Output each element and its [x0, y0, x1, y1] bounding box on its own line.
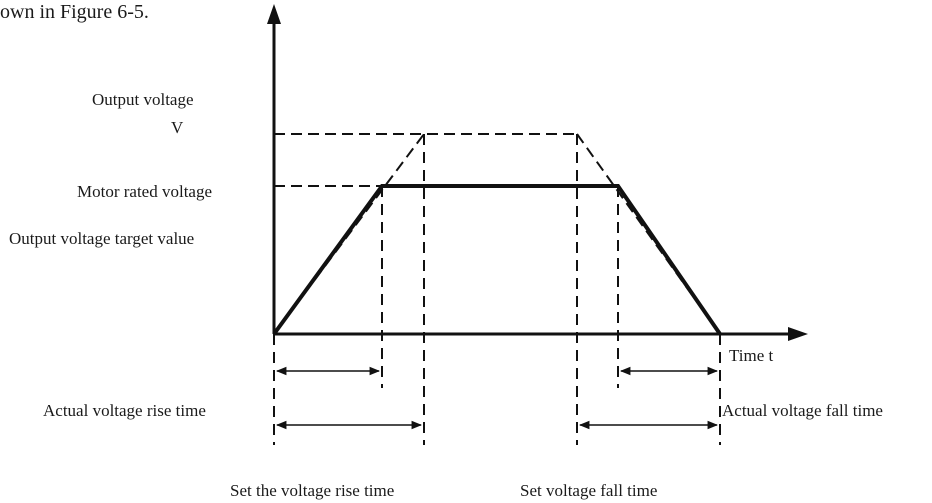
set-fall-time-label: Set voltage fall time [520, 481, 658, 500]
actual-voltage-curve [272, 184, 722, 336]
output-target-label: Output voltage target value [9, 229, 195, 248]
y-axis-arrowhead [267, 4, 281, 24]
y-axis-label: Output voltage [92, 90, 194, 109]
x-axis-arrowhead [788, 327, 808, 341]
motor-rated-voltage-label: Motor rated voltage [77, 182, 213, 201]
figure-caption-fragment: own in Figure 6-5. [0, 1, 149, 23]
x-axis-label: Time t [729, 346, 774, 365]
actual-rise-time-label: Actual voltage rise time [43, 401, 206, 420]
set-rise-time-label: Set the voltage rise time [230, 481, 395, 500]
actual-fall-time-label: Actual voltage fall time [722, 401, 883, 420]
y-axis-unit: V [171, 118, 184, 137]
